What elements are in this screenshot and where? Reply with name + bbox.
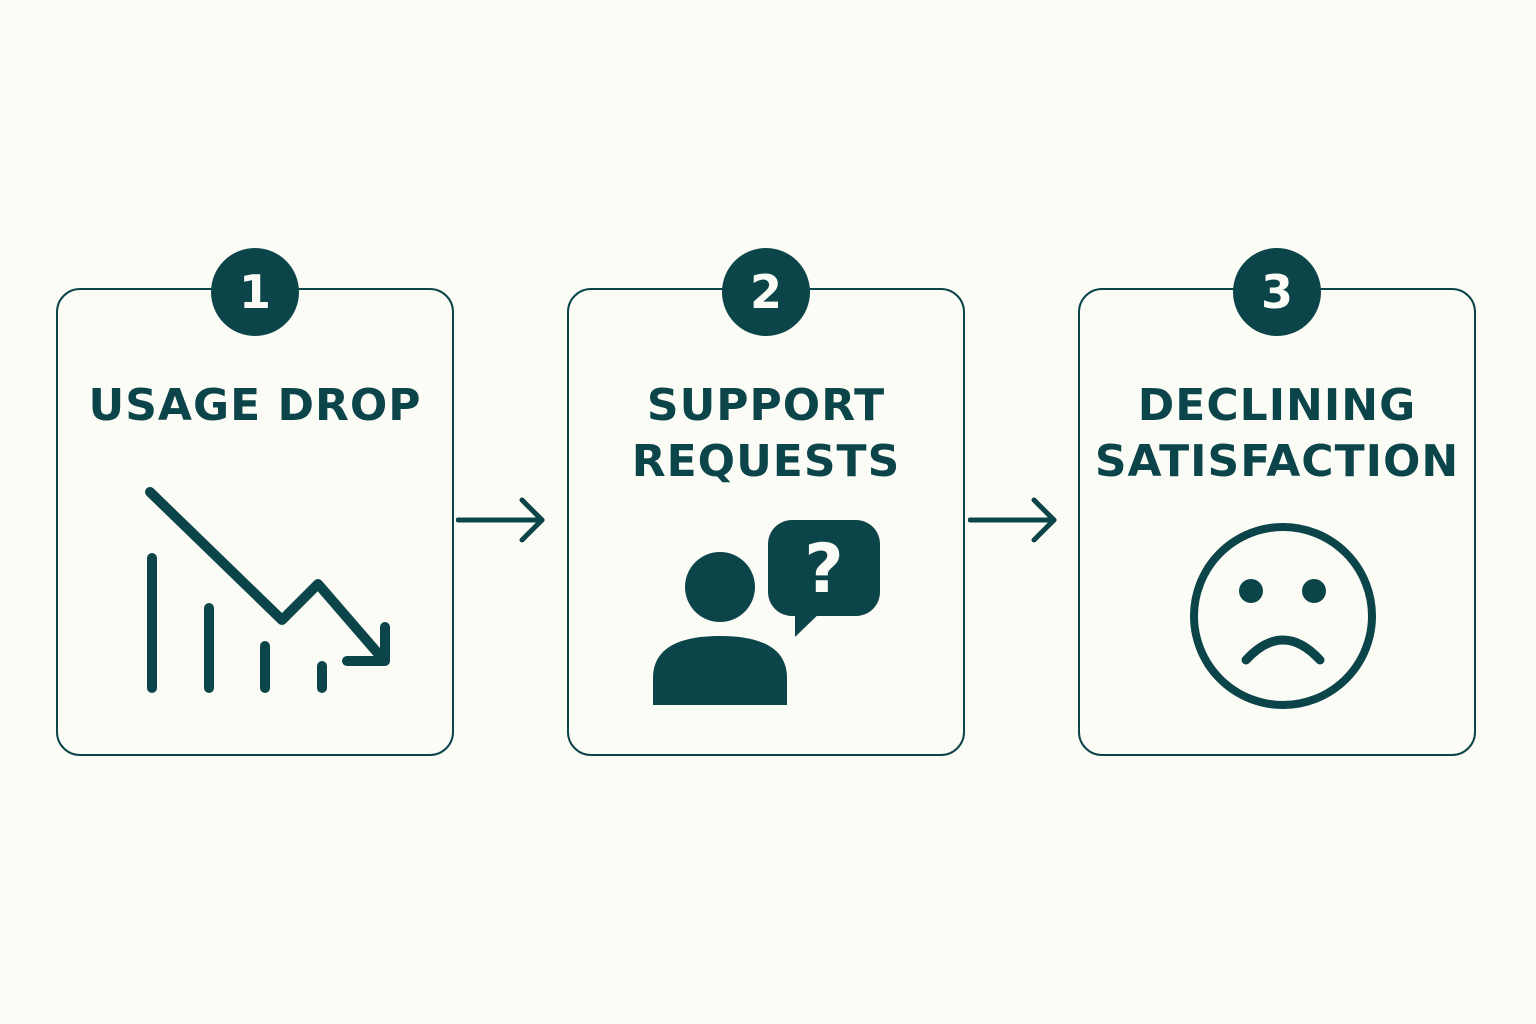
step-title: USAGE DROP xyxy=(88,380,422,431)
step-number-badge: 1 xyxy=(211,248,299,336)
step-title: SUPPORT REQUESTS xyxy=(631,380,901,487)
sad-face-icon xyxy=(1190,523,1376,709)
step-number-badge: 3 xyxy=(1233,248,1321,336)
declining-chart-icon xyxy=(145,487,390,693)
step-title: DECLINING SATISFACTION xyxy=(1094,380,1460,487)
flow-arrow-right-icon xyxy=(456,497,545,543)
step-card-usage-drop: 1 USAGE DROP xyxy=(56,248,454,756)
user-question-icon: ? xyxy=(653,520,880,705)
flow-arrow-right-icon xyxy=(968,497,1057,543)
step-card-support-requests: 2 SUPPORT REQUESTS ? xyxy=(567,248,965,756)
step-card-declining-satisfaction: 3 DECLINING SATISFACTION xyxy=(1078,248,1476,756)
step-number-badge: 2 xyxy=(722,248,810,336)
svg-text:?: ? xyxy=(804,530,843,609)
